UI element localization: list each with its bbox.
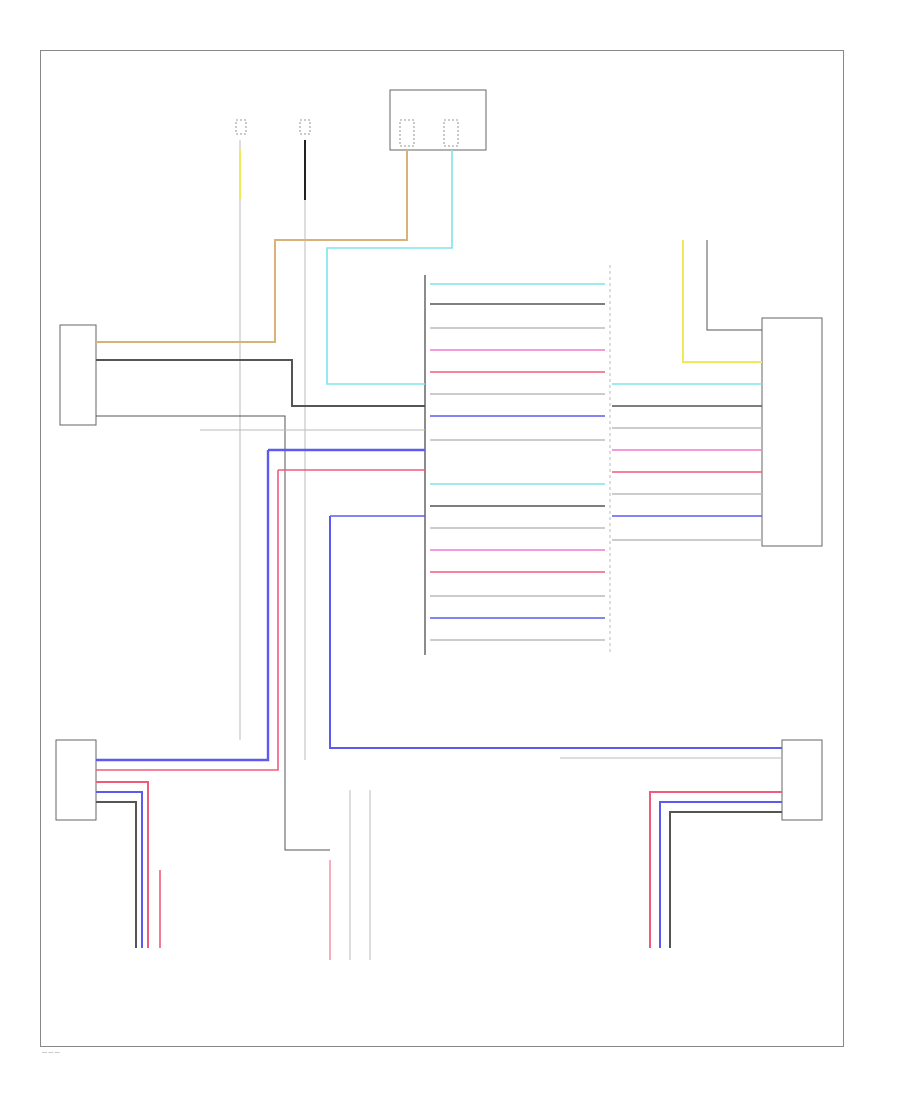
right-connector-block <box>761 317 823 547</box>
wire-left-sensor-gray <box>96 801 137 948</box>
wire-tan <box>96 150 408 343</box>
left-connector-block <box>59 324 97 426</box>
wire-gray-left <box>96 359 425 407</box>
left-connector-outline <box>59 324 97 426</box>
wire-left-sensor-blue <box>96 791 143 948</box>
right-sensor-outline <box>781 739 823 821</box>
fuse-box-1 <box>235 119 247 135</box>
right-sensor-block <box>781 739 823 821</box>
wire-right-sensor-red <box>649 791 782 948</box>
wire-right-sensor-blue <box>659 801 782 948</box>
wire-gray-drop <box>96 415 330 851</box>
left-sensor-outline <box>55 739 97 821</box>
right-connector-outline <box>761 317 823 547</box>
wire-right-sensor-gray <box>669 811 782 948</box>
footer-code: — — — <box>42 1050 60 1056</box>
left-sensor-block <box>55 739 97 821</box>
wire-red-drop <box>96 470 279 771</box>
wire-gray-right <box>706 240 762 331</box>
fuse-box-4 <box>443 119 459 147</box>
fuse-block <box>389 89 487 151</box>
central-connector <box>424 265 611 655</box>
diagram-frame <box>40 50 844 1047</box>
wire-blue-drop <box>96 450 270 762</box>
wire-layer <box>96 140 782 960</box>
wire-yellow-right <box>682 240 762 363</box>
wire-left-sensor-red <box>96 781 149 948</box>
wire-cyan-left <box>326 150 453 385</box>
fuse-box-3 <box>399 119 415 147</box>
wire-blue-long <box>329 516 782 749</box>
fuse-box-2 <box>299 119 311 135</box>
top-fuse-group <box>235 89 487 151</box>
